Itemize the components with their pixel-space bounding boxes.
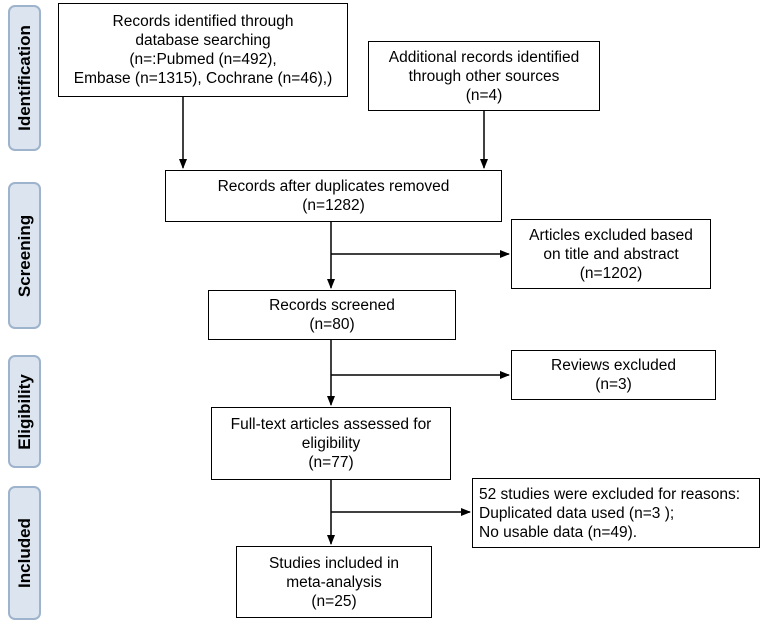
excluded-reasons-box: 52 studies were excluded for reasons: Du… (472, 478, 760, 548)
records-screened-box: Records screened (n=80) (208, 290, 456, 340)
excluded-title-abstract-box: Articles excluded based on title and abs… (511, 219, 711, 289)
included-studies-box: Studies included in meta-analysis (n=25) (236, 546, 432, 618)
phase-eligibility: Eligibility (8, 355, 41, 468)
reviews-excluded-box: Reviews excluded (n=3) (511, 350, 716, 400)
phase-identification: Identification (8, 5, 41, 151)
phase-screening: Screening (8, 182, 41, 329)
additional-records-box: Additional records identified through ot… (368, 41, 600, 111)
records-identified-box: Records identified through database sear… (58, 3, 348, 97)
after-duplicates-box: Records after duplicates removed (n=1282… (165, 170, 502, 222)
full-text-box: Full-text articles assessed for eligibil… (211, 407, 451, 480)
phase-included: Included (8, 486, 41, 620)
